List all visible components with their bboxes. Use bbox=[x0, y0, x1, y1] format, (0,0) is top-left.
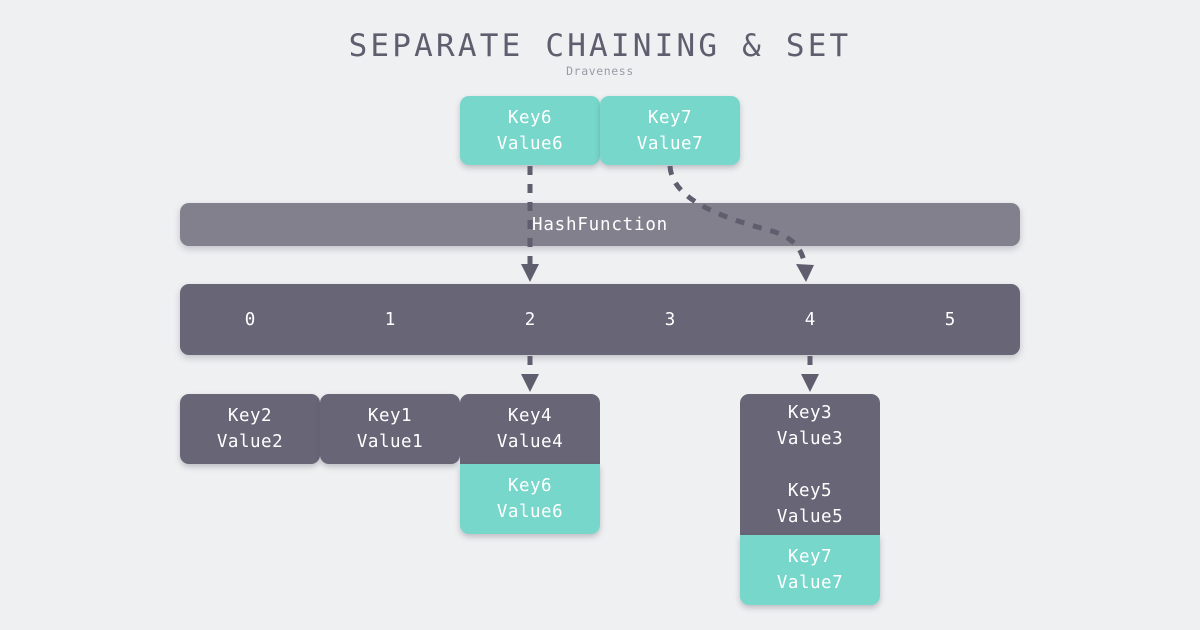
chain-node-key2[interactable]: Key2 Value2 bbox=[180, 394, 320, 464]
bucket-slot-4[interactable]: 4 bbox=[804, 309, 816, 330]
chain-node-key7-inserted[interactable]: Key7 Value7 bbox=[740, 535, 880, 605]
chain-node-key4[interactable]: Key4 Value4 bbox=[460, 394, 600, 464]
input-node-key7[interactable]: Key7 Value7 bbox=[600, 96, 740, 165]
bucket-slot-0[interactable]: 0 bbox=[244, 309, 256, 330]
bucket-slot-1[interactable]: 1 bbox=[384, 309, 396, 330]
input-node-key6[interactable]: Key6 Value6 bbox=[460, 96, 600, 165]
bucket-slot-2[interactable]: 2 bbox=[524, 309, 536, 330]
chain-node-key6-inserted[interactable]: Key6 Value6 bbox=[460, 464, 600, 534]
bucket-array-bar[interactable]: 0 1 2 3 4 5 bbox=[180, 284, 1020, 355]
bucket-slot-3[interactable]: 3 bbox=[664, 309, 676, 330]
arrow-key7-to-slot4-head bbox=[796, 264, 814, 282]
hash-function-bar[interactable]: HashFunction bbox=[180, 203, 1020, 246]
page-title: SEPARATE CHAINING & SET bbox=[348, 28, 852, 64]
bucket-slot-5[interactable]: 5 bbox=[944, 309, 956, 330]
chain-node-key1[interactable]: Key1 Value1 bbox=[320, 394, 460, 464]
arrow-slot2-to-chain-head bbox=[521, 374, 539, 392]
chain-node-key3-key5[interactable]: Key3 Value3 Key5 Value5 bbox=[740, 394, 880, 535]
arrow-slot4-to-chain-head bbox=[801, 374, 819, 392]
page-subtitle: Draveness bbox=[566, 64, 634, 78]
arrow-key6-to-slot2-head bbox=[521, 264, 539, 282]
